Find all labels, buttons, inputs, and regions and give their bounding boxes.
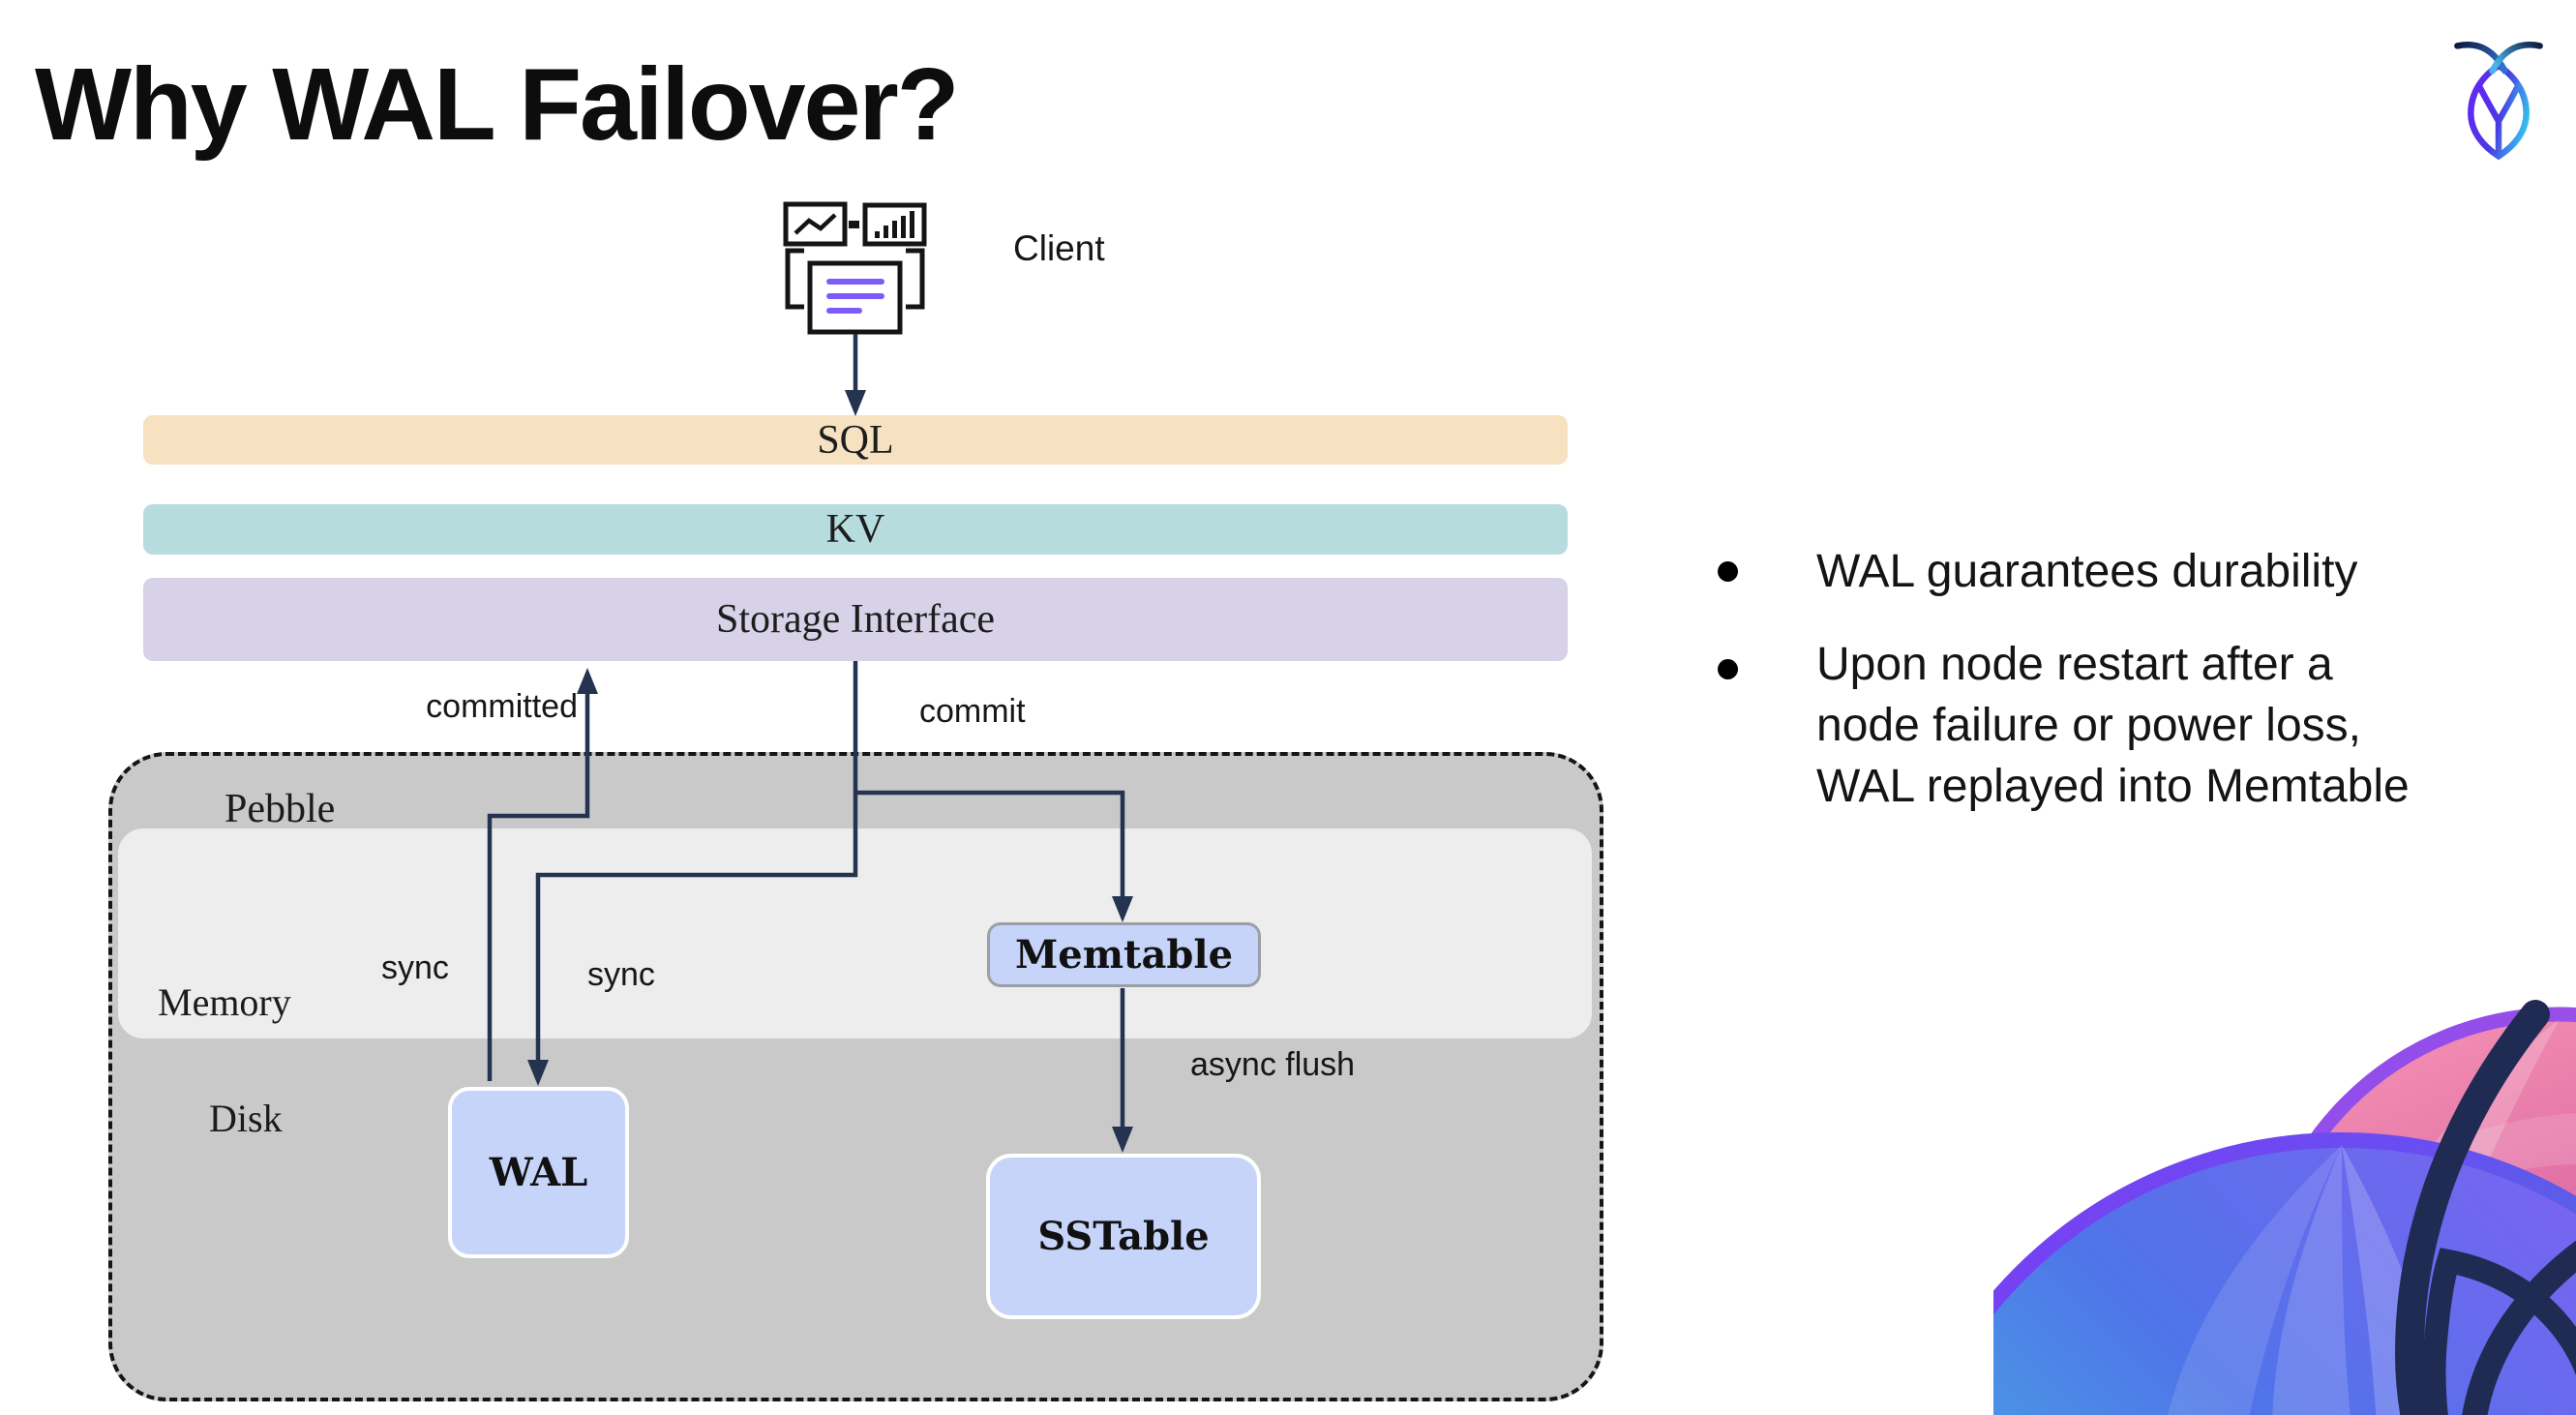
brand-decoration-graphic bbox=[1993, 1000, 2576, 1415]
bullet-item: WAL guarantees durability bbox=[1816, 546, 2357, 598]
dash-glyph bbox=[849, 221, 859, 228]
bullet-item: Upon node restart after a node failure o… bbox=[1816, 634, 2410, 817]
layer-storage-interface: Storage Interface bbox=[143, 578, 1568, 661]
bullet-line: Upon node restart after a bbox=[1816, 639, 2333, 690]
logo-inner-y bbox=[2475, 81, 2522, 158]
layer-kv: KV bbox=[143, 504, 1568, 555]
layer-sql-label: SQL bbox=[817, 417, 894, 463]
linechart-glyph bbox=[794, 213, 837, 235]
page-title: Why WAL Failover? bbox=[35, 47, 959, 162]
layer-kv-label: KV bbox=[825, 507, 885, 552]
bullet-dot bbox=[1718, 659, 1738, 679]
layer-storage-interface-label: Storage Interface bbox=[716, 597, 995, 642]
sstable-box: SSTable bbox=[986, 1154, 1261, 1319]
brand-decoration bbox=[1993, 976, 2576, 1415]
wal-box: WAL bbox=[448, 1087, 629, 1258]
edge-label-sync-left: sync bbox=[381, 949, 449, 986]
logo-left-antenna bbox=[2454, 42, 2508, 75]
bullet-line: node failure or power loss, bbox=[1816, 700, 2361, 751]
client-label: Client bbox=[1013, 228, 1105, 268]
client-workstation-icon bbox=[783, 201, 927, 335]
edge-label-committed: committed bbox=[426, 688, 578, 725]
edge-label-async-flush: async flush bbox=[1190, 1046, 1356, 1083]
bullet-dot bbox=[1718, 561, 1738, 582]
arrowhead-committed bbox=[577, 668, 598, 694]
document-text-lines bbox=[826, 279, 884, 314]
client-barchart-window bbox=[862, 202, 927, 247]
right-bracket-glyph bbox=[906, 248, 925, 310]
bullet-line: WAL replayed into Memtable bbox=[1816, 761, 2410, 812]
client-linechart-window bbox=[783, 201, 848, 247]
cockroachdb-logo-icon bbox=[2452, 39, 2545, 166]
pebble-label: Pebble bbox=[225, 787, 336, 831]
bullet-line: WAL guarantees durability bbox=[1816, 546, 2358, 597]
memtable-box-label: Memtable bbox=[1014, 932, 1234, 978]
edge-label-commit: commit bbox=[919, 693, 1026, 730]
client-document-window bbox=[807, 260, 903, 335]
navy-branches bbox=[2394, 1000, 2576, 1415]
memory-region bbox=[118, 828, 1592, 1039]
wal-box-label: WAL bbox=[489, 1150, 588, 1195]
memory-region-label: Memory bbox=[158, 980, 291, 1024]
logo-right-antenna bbox=[2489, 42, 2543, 75]
barchart-glyph bbox=[875, 211, 914, 238]
edge-label-sync-right: sync bbox=[587, 956, 655, 993]
sstable-box-label: SSTable bbox=[1037, 1214, 1210, 1259]
layer-sql: SQL bbox=[143, 415, 1568, 465]
arrowhead-sql bbox=[845, 390, 866, 416]
disk-region-label: Disk bbox=[209, 1097, 283, 1140]
memtable-box: Memtable bbox=[987, 922, 1261, 987]
left-bracket-glyph bbox=[785, 248, 804, 310]
